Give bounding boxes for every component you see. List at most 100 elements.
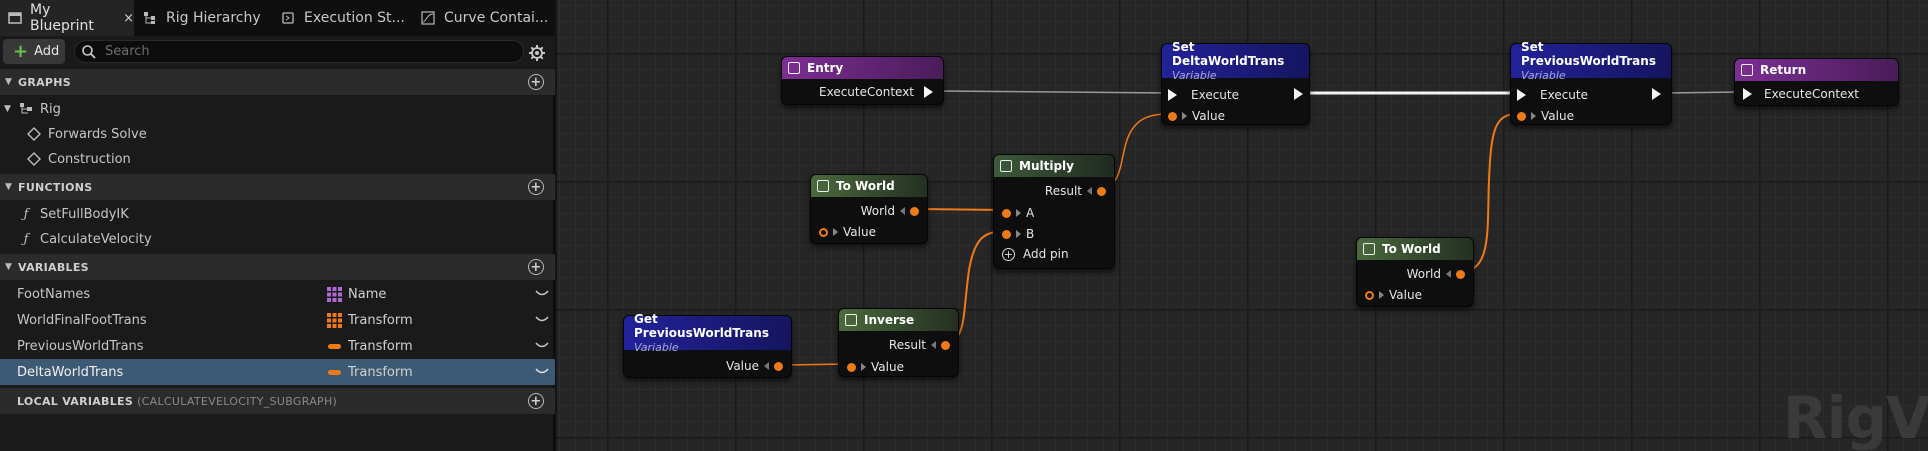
pin-label: World (860, 204, 895, 218)
search-input[interactable]: Search (74, 40, 524, 63)
add-local-variable-icon[interactable]: + (528, 393, 544, 409)
transform-pin-icon[interactable] (1517, 111, 1526, 121)
tab-rig-hierarchy[interactable]: Rig Hierarchy (134, 0, 272, 36)
set-delta-world-trans-node[interactable]: Set DeltaWorldTrans Variable Execute Val… (1161, 40, 1310, 125)
to-world-node[interactable]: To World World Value (1356, 237, 1474, 307)
value-input-pin[interactable]: Value (1168, 109, 1225, 123)
collapse-caret-icon: ▼ (5, 182, 13, 192)
value-input-pin[interactable]: Value (1517, 109, 1574, 123)
visibility-eye-icon[interactable] (535, 314, 549, 324)
plus-icon: + (13, 40, 29, 62)
variable-type[interactable]: Transform (327, 339, 413, 354)
transform-pin-icon[interactable] (1365, 290, 1374, 300)
value-input-pin[interactable]: Value (819, 225, 876, 239)
exec-out-pin-icon[interactable] (924, 86, 933, 98)
transform-pin-icon[interactable] (1002, 208, 1011, 218)
visibility-eye-icon[interactable] (535, 340, 549, 350)
tab-execution-stack[interactable]: Execution St... (272, 0, 412, 36)
execute-context-pin[interactable]: ExecuteContext (1743, 87, 1859, 101)
add-graph-icon[interactable]: + (528, 74, 544, 90)
exec-in-pin-icon[interactable] (1743, 88, 1752, 100)
variable-type[interactable]: Transform (327, 312, 413, 328)
value-input-pin[interactable]: Value (847, 360, 904, 374)
result-output-pin[interactable]: Result (889, 338, 950, 352)
execution-stack-icon (280, 10, 296, 26)
search-placeholder: Search (105, 44, 150, 59)
variable-name: WorldFinalFootTrans (17, 312, 147, 328)
variable-item-worldfinalfoottrans[interactable]: WorldFinalFootTrans Transform (0, 307, 555, 333)
inverse-node[interactable]: Inverse Result Value (838, 308, 959, 377)
set-previous-world-trans-node[interactable]: Set PreviousWorldTrans Variable Execute … (1510, 40, 1672, 125)
transform-pin-icon[interactable] (774, 361, 783, 371)
variable-type[interactable]: Name (327, 286, 386, 302)
event-icon (1741, 64, 1753, 76)
close-tab-icon[interactable]: × (123, 10, 134, 26)
entry-node[interactable]: Entry ExecuteContext (781, 56, 944, 105)
transform-pin-icon[interactable] (1002, 229, 1011, 239)
multiply-node[interactable]: Multiply Result A B + Add pin (993, 154, 1115, 269)
node-header: To World (811, 175, 927, 197)
transform-pin-icon[interactable] (847, 362, 856, 372)
add-function-icon[interactable]: + (528, 179, 544, 195)
function-item-calculatevelocity[interactable]: ƒ CalculateVelocity (0, 226, 555, 252)
value-input-pin[interactable]: Value (1365, 288, 1422, 302)
b-input-pin[interactable]: B (1002, 227, 1034, 241)
pin-arrow-icon (1087, 187, 1092, 195)
add-pin-button[interactable]: + Add pin (1002, 247, 1069, 261)
world-output-pin[interactable]: World (1407, 267, 1465, 281)
section-variables[interactable]: ▼ VARIABLES + (0, 254, 555, 280)
transform-pin-icon[interactable] (1168, 111, 1177, 121)
settings-gear-icon[interactable] (528, 44, 546, 62)
node-header: Return (1735, 59, 1898, 81)
execute-context-pin[interactable]: ExecuteContext (819, 85, 933, 99)
exec-in-pin-icon[interactable] (1517, 89, 1526, 101)
execute-input-pin[interactable]: Execute (1517, 88, 1588, 102)
tab-my-blueprint[interactable]: My Blueprint × (0, 0, 134, 36)
exec-in-pin-icon[interactable] (1168, 89, 1177, 101)
variable-item-previousworldtrans[interactable]: PreviousWorldTrans Transform (0, 333, 555, 359)
data-wire-value-to-inverse (784, 363, 849, 366)
execute-input-pin[interactable]: Execute (1168, 88, 1239, 102)
transform-pin-icon[interactable] (1456, 269, 1465, 279)
exec-out-pin-icon[interactable] (1294, 88, 1303, 100)
transform-pin-icon[interactable] (910, 206, 919, 216)
a-input-pin[interactable]: A (1002, 206, 1034, 220)
rigvm-watermark: RigVM (1783, 384, 1928, 451)
result-output-pin[interactable]: Result (1045, 184, 1106, 198)
graph-item-construction[interactable]: Construction (0, 146, 555, 172)
transform-pin-icon[interactable] (941, 340, 950, 350)
single-pill-icon (328, 369, 341, 375)
pin-label: ExecuteContext (1764, 87, 1859, 101)
variable-item-deltaworldtrans[interactable]: DeltaWorldTrans Transform (0, 359, 555, 385)
exec-out-pin-icon[interactable] (1652, 88, 1661, 100)
visibility-eye-icon[interactable] (535, 288, 549, 298)
graph-item-rig[interactable]: ▼ Rig (0, 96, 555, 122)
pin-label: Value (726, 359, 759, 373)
add-button[interactable]: + Add (3, 39, 65, 64)
section-local-variables[interactable]: LOCAL VARIABLES (CALCULATEVELOCITY_SUBGR… (0, 388, 555, 414)
add-variable-icon[interactable]: + (528, 259, 544, 275)
section-graphs[interactable]: ▼ GRAPHS + (0, 69, 555, 95)
function-item-setfullbodyik[interactable]: ƒ SetFullBodyIK (0, 201, 555, 227)
variable-item-footnames[interactable]: FootNames Name (0, 281, 555, 307)
visibility-eye-icon[interactable] (535, 366, 549, 376)
transform-pin-icon[interactable] (819, 227, 828, 237)
exec-wire-entry-to-set-delta (937, 90, 1169, 94)
variable-type[interactable]: Transform (327, 365, 413, 380)
pin-arrow-icon (931, 341, 936, 349)
pin-arrow-icon (1379, 291, 1384, 299)
value-output-pin[interactable]: Value (726, 359, 783, 373)
get-previous-world-trans-node[interactable]: Get PreviousWorldTrans Variable Value (623, 312, 792, 378)
graph-canvas[interactable]: RigVM Entry ExecuteContext To World Worl… (557, 0, 1928, 451)
world-output-pin[interactable]: World (861, 204, 919, 218)
tab-label: Curve Contai... (444, 10, 549, 26)
transform-pin-icon[interactable] (1097, 186, 1106, 196)
section-functions[interactable]: ▼ FUNCTIONS + (0, 174, 555, 200)
tab-curve-container[interactable]: Curve Contai... (412, 0, 555, 36)
expand-caret-icon[interactable]: ▼ (4, 104, 11, 114)
to-world-node[interactable]: To World World Value (810, 174, 928, 244)
variable-name: FootNames (17, 286, 91, 302)
graph-item-forwards-solve[interactable]: Forwards Solve (0, 121, 555, 147)
return-node[interactable]: Return ExecuteContext (1734, 58, 1899, 106)
pin-arrow-icon (764, 362, 769, 370)
